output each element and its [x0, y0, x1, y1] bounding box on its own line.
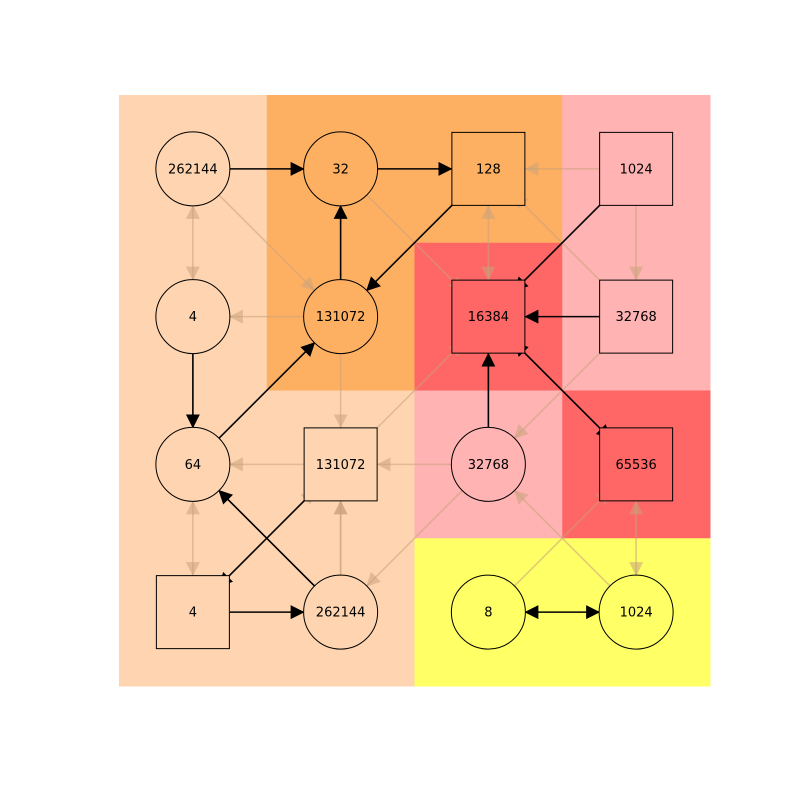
- node-square: [451, 279, 526, 354]
- node-n22: 32768: [450, 426, 526, 502]
- node-circle: [598, 574, 674, 650]
- node-label: 8: [484, 606, 492, 621]
- node-circle: [303, 131, 379, 207]
- node-circle: [450, 574, 526, 650]
- faint-edge-n00-n11: [218, 194, 316, 292]
- node-n01: 32: [303, 131, 379, 207]
- nodes-layer: 262144 32 128 1024 4 131072 16384 32768 64 131072…: [155, 131, 674, 650]
- node-label: 262144: [168, 162, 218, 177]
- node-square: [155, 575, 230, 650]
- node-label: 128: [476, 162, 501, 177]
- node-label: 262144: [316, 606, 366, 621]
- node-label: 32: [332, 162, 349, 177]
- node-n12: 16384: [451, 279, 526, 354]
- node-n10: 4: [155, 279, 231, 355]
- node-label: 131072: [316, 310, 366, 325]
- node-circle: [155, 279, 231, 355]
- faint-edge-n22-n31: [366, 489, 463, 587]
- node-circle: [303, 279, 379, 355]
- node-circle: [155, 131, 231, 207]
- node-circle: [155, 426, 231, 502]
- node-circle: [450, 426, 526, 502]
- node-n03: 1024: [599, 131, 674, 206]
- node-square: [599, 131, 674, 206]
- node-square: [303, 427, 378, 502]
- node-n13: 32768: [599, 279, 674, 354]
- node-circle: [303, 574, 379, 650]
- faint-edge-n21-n12: [366, 342, 463, 439]
- faint-edge-n32-n23: [513, 489, 611, 587]
- node-n33: 1024: [598, 574, 674, 650]
- node-n31: 262144: [303, 574, 379, 650]
- node-n32: 8: [450, 574, 526, 650]
- node-label: 4: [189, 606, 197, 621]
- node-label: 64: [185, 458, 202, 473]
- strong-edge-n12-n23: [513, 342, 611, 439]
- node-label: 4: [189, 310, 197, 325]
- node-label: 131072: [316, 458, 366, 473]
- node-n20: 64: [155, 426, 231, 502]
- node-n30: 4: [155, 575, 230, 650]
- node-n23: 65536: [599, 427, 674, 502]
- strong-edge-n31-n20: [218, 489, 316, 587]
- node-square: [451, 131, 526, 206]
- node-n00: 262144: [155, 131, 231, 207]
- strong-edge-n20-n11: [218, 342, 316, 439]
- strong-edges-layer: [185, 161, 611, 620]
- node-label: 16384: [468, 310, 509, 325]
- node-label: 32768: [468, 458, 509, 473]
- node-label: 1024: [620, 606, 653, 621]
- node-n21: 131072: [303, 427, 378, 502]
- node-label: 1024: [620, 162, 653, 177]
- strong-edge-n02-n11: [366, 194, 463, 292]
- strong-edge-n03-n12: [513, 194, 611, 292]
- node-n02: 128: [451, 131, 526, 206]
- node-n11: 131072: [303, 279, 379, 355]
- node-square: [599, 427, 674, 502]
- node-label: 65536: [615, 458, 656, 473]
- node-label: 32768: [615, 310, 656, 325]
- node-square: [599, 279, 674, 354]
